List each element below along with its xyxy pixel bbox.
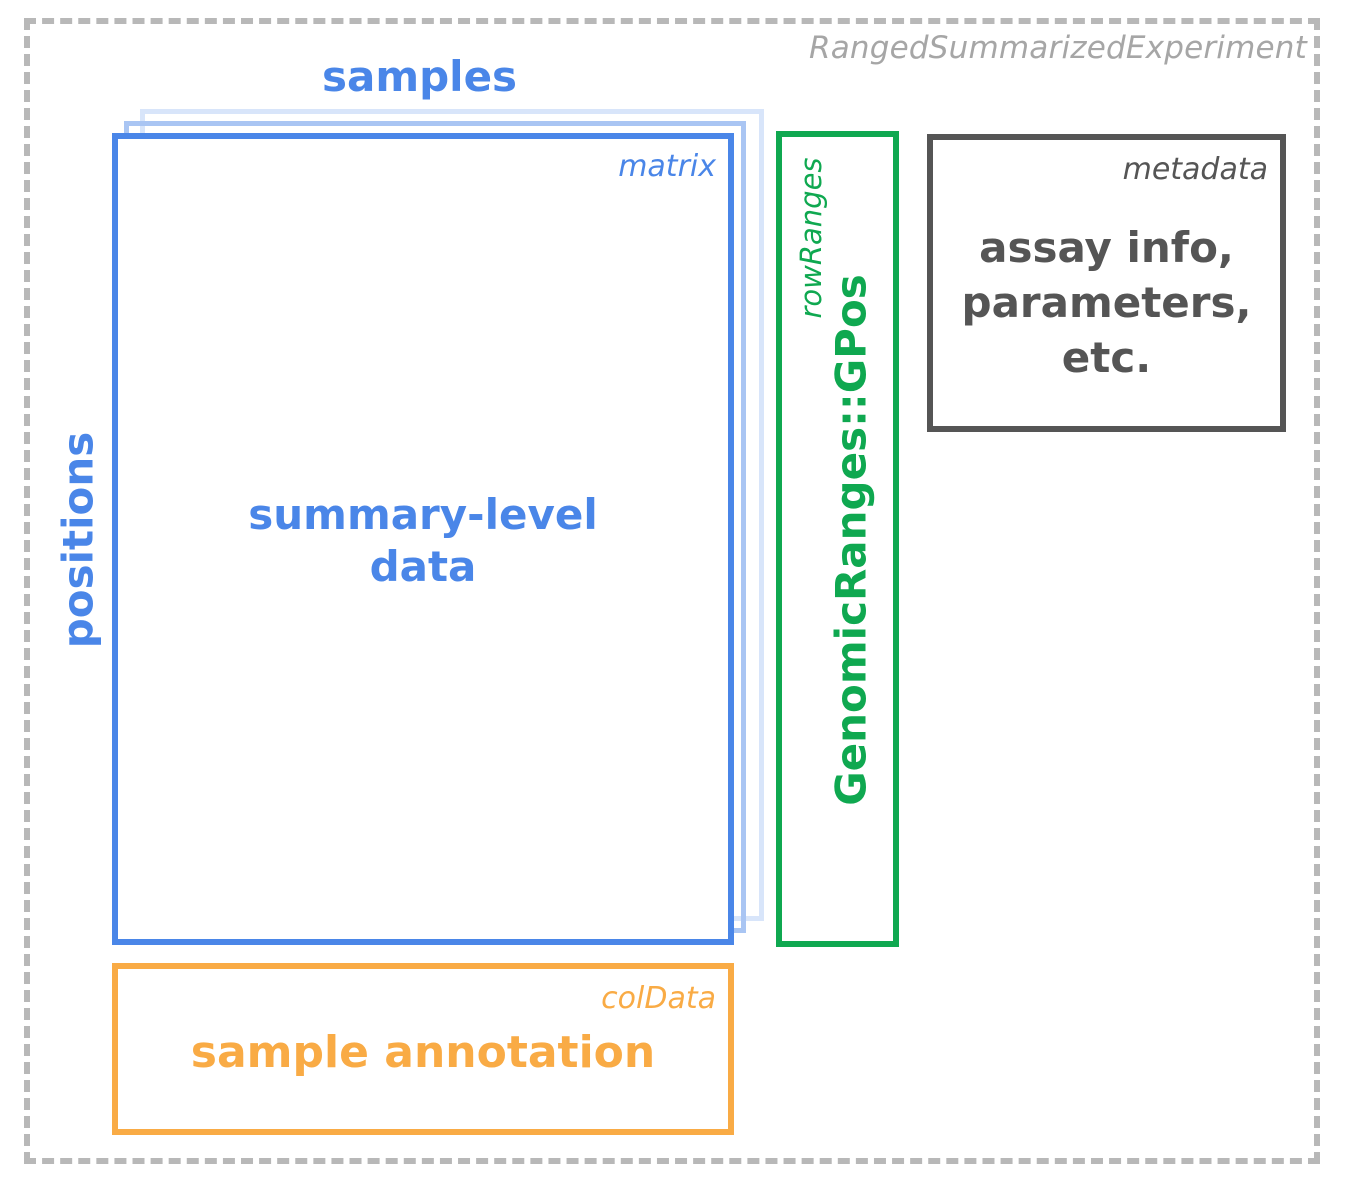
assay-matrix-box: matrix summary-level data	[112, 133, 734, 945]
container-label: RangedSummarizedExperiment	[808, 30, 1307, 66]
assay-content: summary-level data	[118, 489, 728, 593]
positions-axis-label: positions	[53, 431, 103, 649]
rowranges-box	[776, 131, 899, 947]
rowranges-content: GenomicRanges::GPos	[826, 274, 876, 806]
assay-content-line: summary-level	[248, 490, 598, 539]
coldata-box: colData sample annotation	[112, 963, 734, 1135]
metadata-content-line: assay info,	[979, 223, 1234, 272]
metadata-type-label: metadata	[1122, 152, 1268, 187]
samples-axis-label: samples	[322, 52, 518, 101]
metadata-content-line: etc.	[1061, 333, 1152, 382]
assay-type-label: matrix	[618, 149, 716, 184]
metadata-content: assay info, parameters, etc.	[933, 220, 1280, 385]
assay-content-line: data	[369, 542, 477, 591]
metadata-box: metadata assay info, parameters, etc.	[927, 134, 1286, 432]
rowranges-type-label: rowRanges	[794, 157, 828, 319]
container-box	[24, 18, 1320, 1164]
coldata-type-label: colData	[601, 981, 716, 1016]
coldata-content: sample annotation	[190, 1027, 656, 1078]
metadata-content-line: parameters,	[961, 278, 1252, 327]
